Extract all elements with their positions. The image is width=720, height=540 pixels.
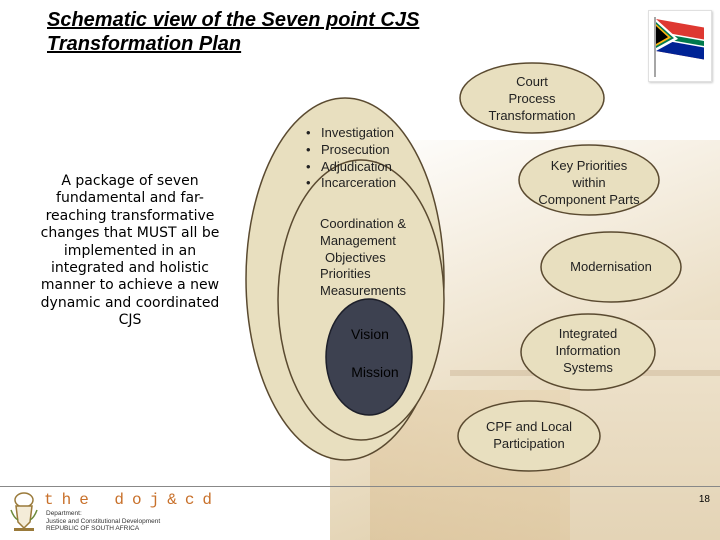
coordination-line: Management — [320, 232, 396, 248]
point-label-modernisation: Modernisation — [549, 259, 673, 276]
point-label-line: Information — [555, 342, 621, 358]
point-label-line: CPF and Local — [486, 419, 572, 434]
slide-title-line-2: Transformation Plan — [47, 33, 242, 55]
bullet-item: Incarceration — [306, 175, 396, 192]
point-label-line: Participation — [493, 435, 565, 451]
vision-label: Vision — [351, 326, 389, 342]
coordination-line: Priorities — [320, 266, 371, 282]
point-ellipse-court — [459, 62, 605, 134]
coordination-line: Measurements — [320, 283, 406, 299]
flag-icon — [654, 17, 704, 77]
department-line: Justice and Constitutional Development — [46, 517, 161, 525]
coordination-line: Coordination & — [320, 216, 406, 231]
point-label-court: Court Process Transformation — [470, 74, 594, 124]
slide-title: Schematic view of the Seven point CJS Tr… — [47, 8, 517, 56]
package-description: A package of seven fundamental and far-r… — [40, 173, 220, 329]
coordination-block: Coordination & Management Objectives Pri… — [320, 216, 440, 300]
process-bullet-list: Investigation Prosecution Adjudication I… — [306, 125, 396, 192]
footer-divider — [0, 486, 720, 487]
point-label-line: Transformation — [488, 107, 576, 123]
point-label-line: within — [572, 174, 606, 190]
point-label-line: Component Parts — [538, 191, 640, 207]
south-africa-flag-icon — [648, 10, 712, 82]
point-label-line: Court — [516, 74, 548, 89]
bullet-item: Adjudication — [306, 159, 396, 176]
bullet-item: Investigation — [306, 125, 396, 142]
point-label-line: Process — [508, 90, 556, 106]
point-ellipse-cpf — [457, 400, 601, 472]
point-label-priorities: Key Priorities within Component Parts — [527, 158, 651, 208]
core-ellipse — [325, 298, 413, 416]
point-label-line: Integrated — [558, 326, 618, 341]
point-label-line: Modernisation — [570, 259, 652, 274]
coordination-line: Objectives — [325, 249, 386, 265]
coat-of-arms-icon — [10, 492, 38, 531]
point-label-line: Systems — [563, 359, 613, 375]
department-line: REPUBLIC OF SOUTH AFRICA — [46, 525, 140, 532]
slide-title-line-1: Schematic view of the Seven point CJS — [47, 9, 420, 31]
point-ellipse-systems — [520, 313, 656, 391]
department-name: Department: Justice and Constitutional D… — [46, 510, 196, 533]
bullet-item: Prosecution — [306, 142, 396, 159]
page-number: 18 — [698, 494, 710, 505]
point-ellipse-priorities — [518, 144, 660, 216]
point-ellipse-modernisation — [540, 231, 682, 303]
point-label-cpf: CPF and Local Participation — [467, 419, 591, 453]
department-brand: the doj&cd — [44, 491, 221, 509]
mission-label: Mission — [351, 364, 399, 380]
department-line: Department: — [46, 510, 82, 517]
point-label-line: Key Priorities — [550, 158, 628, 173]
point-label-systems: Integrated Information Systems — [526, 326, 650, 376]
